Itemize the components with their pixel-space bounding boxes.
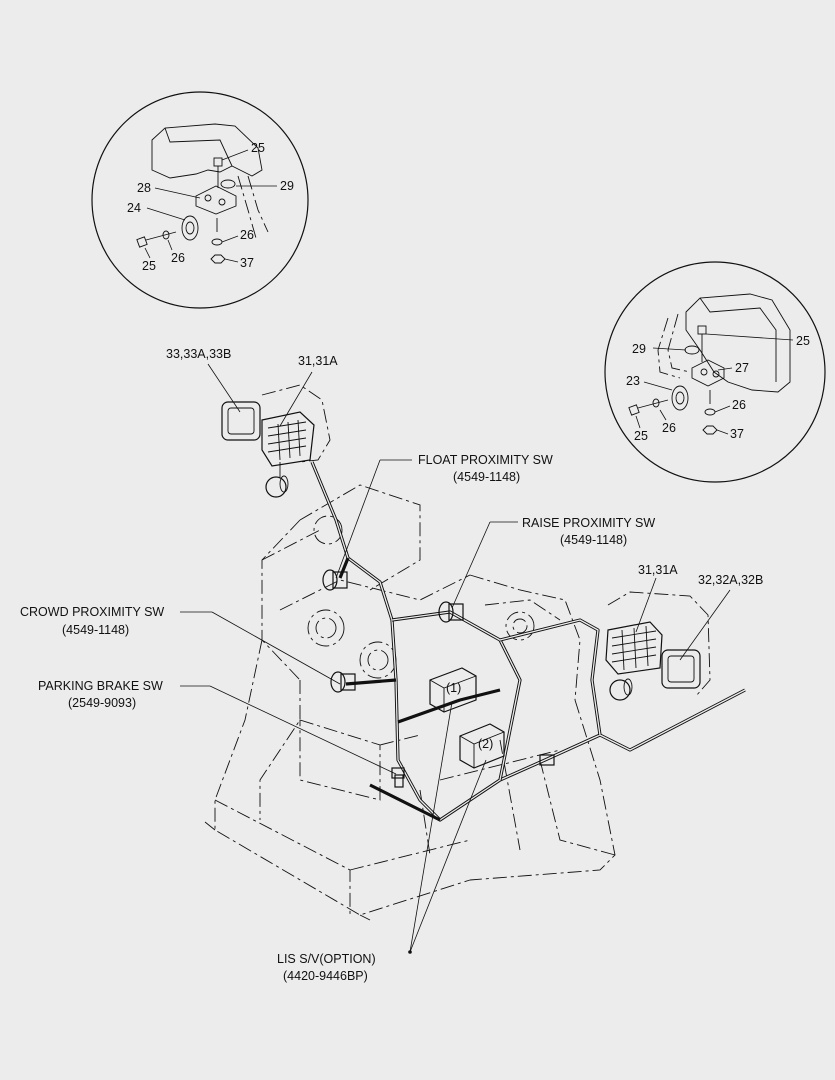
raise-sw-part: (4549-1148) [560,533,627,547]
callout-left-37: 37 [240,256,254,270]
parking-sw-name: PARKING BRAKE SW [38,679,163,693]
float-sw-label: FLOAT PROXIMITY SW (4549-1148) [335,453,553,579]
float-sw-name: FLOAT PROXIMITY SW [418,453,553,467]
valve-mark-1: (1) [446,681,461,695]
lis-sv-label: LIS S/V(OPTION) (4420-9446BP) [277,701,487,983]
callout-left-26-bottom: 26 [171,251,185,265]
callout-right-27: 27 [735,361,749,375]
float-proximity-sensor [322,569,348,591]
callout-right-29: 29 [632,342,646,356]
callout-lamp-left-31: 31,31A [298,354,338,368]
raise-sw-label: RAISE PROXIMITY SW (4549-1148) [451,516,655,609]
parking-brake-switch [391,767,405,779]
callout-right-25-top: 25 [796,334,810,348]
callout-right-37: 37 [730,427,744,441]
raise-sw-name: RAISE PROXIMITY SW [522,516,655,530]
lamp-assembly-right: 31,31A 32,32A,32B [605,563,763,701]
parking-sw-part: (2549-9093) [68,696,136,710]
callout-left-29: 29 [280,179,294,193]
lis-sv-part: (4420-9446BP) [283,969,368,983]
callout-lamp-left-33: 33,33A,33B [166,347,231,361]
callout-right-23: 23 [626,374,640,388]
callout-left-25-top: 25 [251,141,265,155]
callout-left-26-right: 26 [240,228,254,242]
callout-lamp-right-31: 31,31A [638,563,678,577]
lis-sv-name: LIS S/V(OPTION) [277,952,376,966]
detail-circle-left: 25 29 28 24 26 25 26 37 [91,91,309,309]
callout-right-26-bottom: 26 [662,421,676,435]
callout-left-25-bottom: 25 [142,259,156,273]
wiring-harness [310,461,746,822]
crowd-sw-name: CROWD PROXIMITY SW [20,605,164,619]
parking-sw-label: PARKING BRAKE SW (2549-9093) [38,679,397,775]
raise-proximity-sensor [438,601,464,623]
callout-lamp-right-32: 32,32A,32B [698,573,763,587]
lis-valve-2: (2) [459,723,505,769]
callout-right-25-bottom: 25 [634,429,648,443]
callout-left-24: 24 [127,201,141,215]
crowd-proximity-sensor [330,671,356,693]
valve-mark-2: (2) [478,737,493,751]
float-sw-part: (4549-1148) [453,470,520,484]
crowd-sw-part: (4549-1148) [62,623,129,637]
loader-frame [204,484,616,921]
callout-right-26-right: 26 [732,398,746,412]
lamp-assembly-left: 33,33A,33B 31,31A [166,347,338,498]
crowd-sw-label: CROWD PROXIMITY SW (4549-1148) [20,605,341,685]
lis-valve-1: (1) [429,667,477,713]
callout-left-28: 28 [137,181,151,195]
detail-circle-right: 25 29 27 23 26 25 26 37 [604,261,826,483]
